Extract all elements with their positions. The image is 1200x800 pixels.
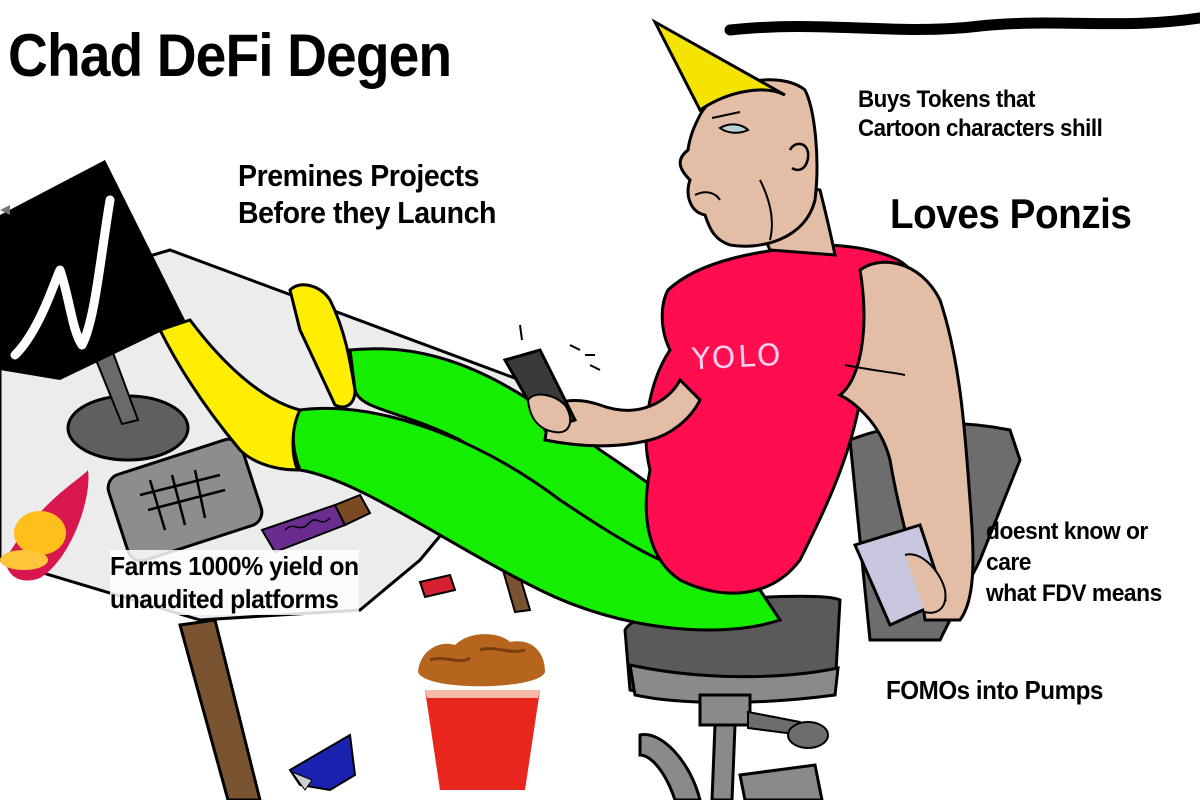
right-arm [837,260,975,622]
chicken-bucket-icon [418,634,545,790]
coffee-cup-icon [852,523,947,627]
marker-icon [288,733,357,792]
caption-line: Buys Tokens that [858,86,1035,113]
sushi-logo-icon [0,470,89,581]
monitor [0,160,190,462]
caption-line: care [986,549,1032,577]
caption-line: unaudited platforms [110,583,339,614]
caption-line: Farms 1000% yield on [110,551,359,581]
scribble-line [724,12,1200,36]
caption-line: doesnt know or [986,518,1148,545]
meme-title: Chad DeFi Degen [8,22,452,89]
caption-premines: Premines Projects Before they Launch [238,158,496,231]
lipstick-icon [418,573,457,599]
legs [291,347,783,632]
wojak-monitor-icon [10,195,115,360]
caption-line: Premines Projects [238,158,480,193]
caption-buys-tokens: Buys Tokens that Cartoon characters shil… [858,86,1103,144]
socks [157,283,357,472]
caption-line: what FDV means [986,580,1162,608]
caption-line: Cartoon characters shill [858,114,1103,142]
caption-fdv: doesnt know or care what FDV means [986,516,1162,610]
caption-line: Before they Launch [238,194,496,230]
caption-loves-ponzis: Loves Ponzis [890,190,1132,237]
caption-fomo: FOMOs into Pumps [886,675,1103,705]
keyboard [106,437,264,563]
usb-stick-icon [260,493,372,554]
chad-head [651,18,837,257]
shirt-text: YOLO [691,337,785,378]
left-arm [502,324,702,448]
caption-farms-yield: Farms 1000% yield on unaudited platforms [110,550,359,615]
